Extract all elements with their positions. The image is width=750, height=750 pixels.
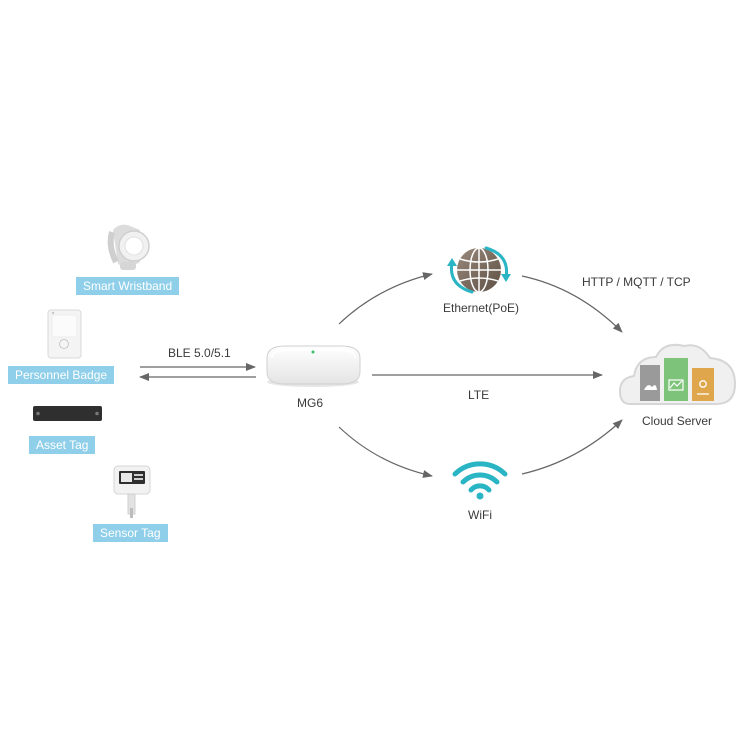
- ble-label: BLE 5.0/5.1: [168, 346, 231, 360]
- arrow-to-ethernet: [338, 272, 433, 325]
- personnel-badge-icon: [47, 309, 82, 359]
- wifi-label: WiFi: [468, 508, 492, 522]
- ethernet-label: Ethernet(PoE): [443, 301, 520, 315]
- asset-tag-icon: [33, 406, 102, 421]
- mg6-gateway-icon: [266, 345, 361, 387]
- arrow-ethernet-to-cloud: [521, 275, 623, 333]
- asset-tag-label: Asset Tag: [29, 436, 96, 454]
- smart-wristband-icon: [107, 224, 150, 270]
- arrow-to-wifi: [338, 426, 433, 478]
- cloud-server-label: Cloud Server: [642, 414, 713, 428]
- personnel-badge-label: Personnel Badge: [8, 366, 115, 384]
- mg6-label: MG6: [297, 396, 324, 410]
- ethernet-globe-icon: [447, 246, 511, 294]
- arrow-wifi-to-cloud: [521, 419, 623, 475]
- sensor-tag-icon: [113, 465, 151, 518]
- lte-label: LTE: [468, 388, 490, 402]
- protocols-label: HTTP / MQTT / TCP: [582, 275, 691, 289]
- sensor-tag-label: Sensor Tag: [93, 524, 168, 542]
- smart-wristband-label: Smart Wristband: [76, 277, 180, 295]
- wifi-icon: [452, 461, 508, 500]
- cloud-server-icon: [618, 343, 737, 405]
